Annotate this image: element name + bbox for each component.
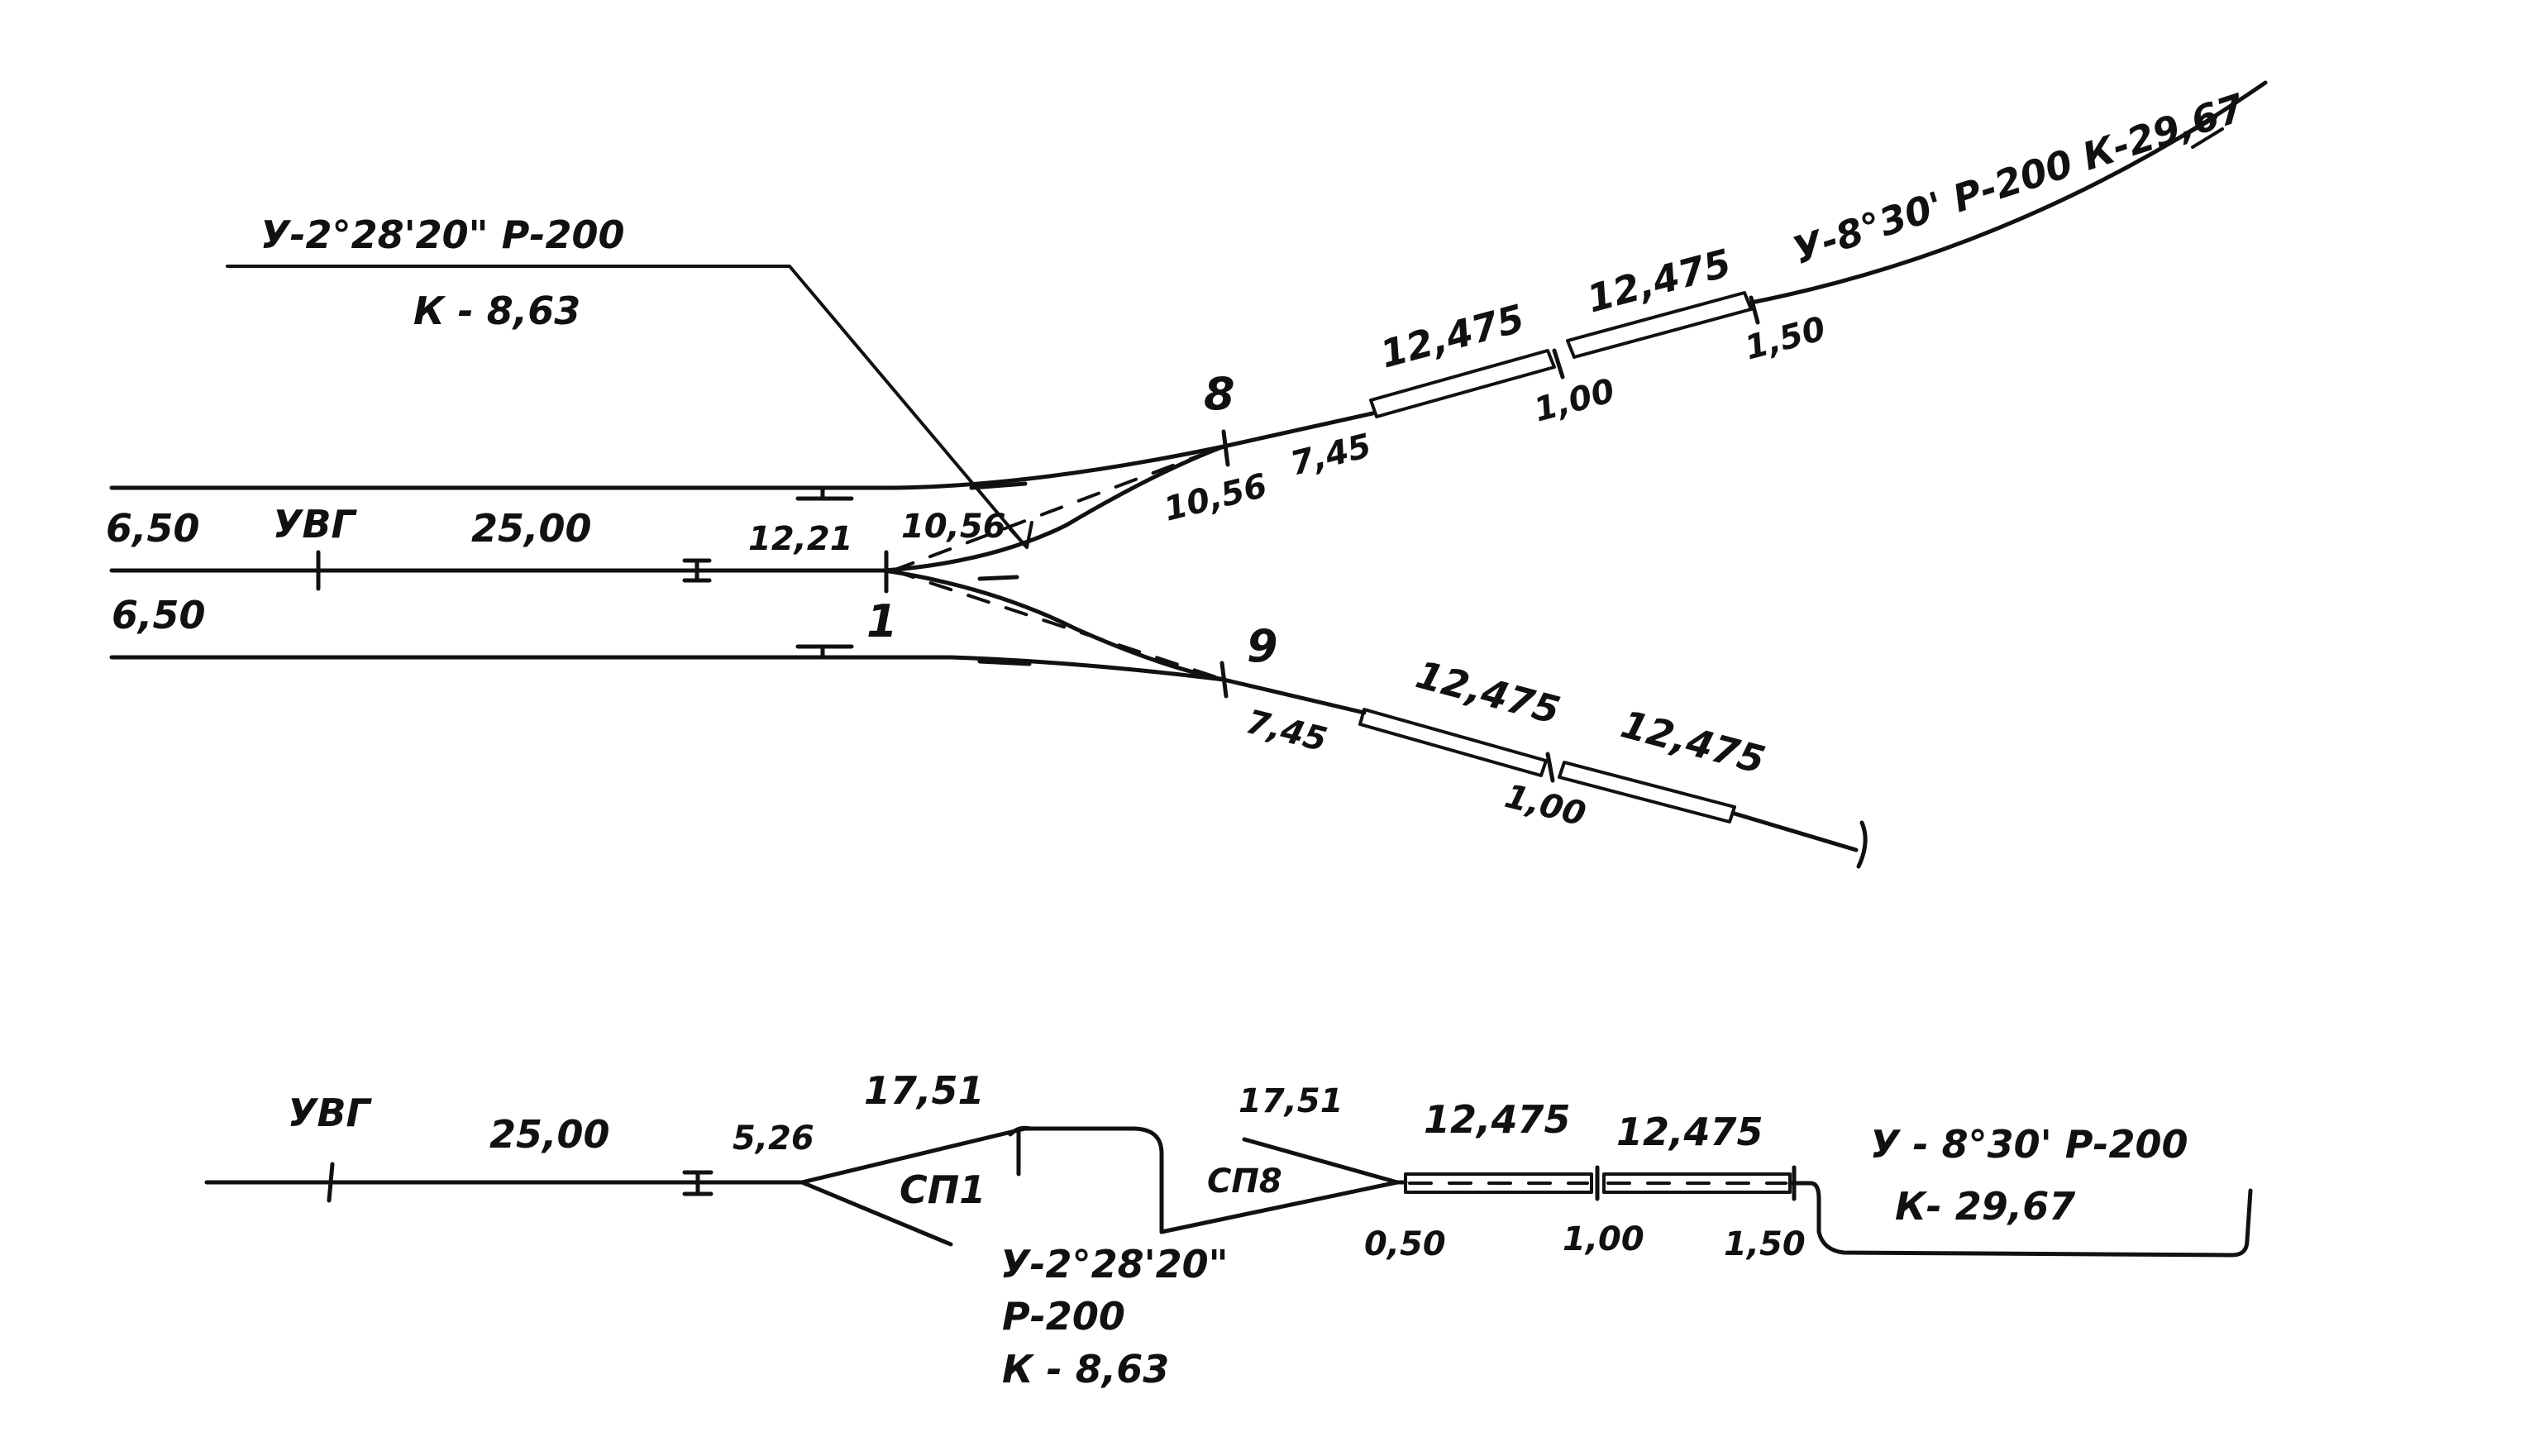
branch8-end-mark <box>2181 116 2224 149</box>
branch8-rail-1-label: 12,475 <box>1376 296 1529 377</box>
sp1-label: СП1 <box>900 1167 986 1212</box>
end-curve-line-2: К- 29,67 <box>1895 1184 2075 1229</box>
end-curve-line-1: У - 8°30' Р-200 <box>1870 1122 2188 1167</box>
switch-8-label: 8 <box>1204 368 1235 420</box>
switch-1-label: 1 <box>866 595 898 647</box>
branch9-rail-2 <box>1558 761 1736 823</box>
callout-line-1: У-2°28'20" Р-200 <box>260 212 624 257</box>
dashed-guide-9 <box>891 569 1225 681</box>
curve-connector <box>1023 1126 1164 1234</box>
branch8-rail-2-label: 12,475 <box>1582 241 1735 322</box>
branch-to-8 <box>882 444 1226 573</box>
branch9-tail-label: 7,45 <box>1243 703 1331 760</box>
lower-rail-1-label: 12,475 <box>1424 1097 1571 1142</box>
branch8-rail-2 <box>1566 291 1753 359</box>
lower-rail-1 <box>1404 1172 1593 1194</box>
stop-mark-top <box>795 485 854 501</box>
lower-uvg-tick <box>327 1162 335 1203</box>
length-main-label: 25,00 <box>471 506 592 551</box>
sp8-len-label: 17,51 <box>1238 1082 1343 1120</box>
insulating-joint <box>682 558 712 583</box>
branch8-tail-label: 7,45 <box>1286 427 1375 484</box>
branch9-end-hook <box>1856 820 1868 869</box>
upper-scheme: 6,50 6,50 УВГ 25,00 12,21 10,56 1 8 9 10… <box>106 80 2268 869</box>
branch9-gap-label: 1,00 <box>1501 777 1590 834</box>
lower-length-main-label: 25,00 <box>489 1112 610 1157</box>
length-curve-label: 10,56 <box>901 508 1006 546</box>
callout-leader <box>226 265 1027 547</box>
lower-gap-050-label: 0,50 <box>1364 1225 1446 1263</box>
branch8-gap-2-label: 1,50 <box>1741 310 1830 368</box>
stop-mark-bottom <box>795 644 854 660</box>
branch8-line <box>1221 411 1375 449</box>
sp8-upper-line <box>1242 1137 1400 1185</box>
frog-mark-top <box>969 481 1028 490</box>
offset-top-label: 6,50 <box>106 506 200 551</box>
uvg-label: УВГ <box>273 502 358 547</box>
track-bottom <box>109 655 1226 682</box>
branch9-joint-1 <box>1545 752 1555 783</box>
curve-line-3: К - 8,63 <box>1002 1347 1169 1392</box>
branch8-curve-len-label: 10,56 <box>1160 466 1271 528</box>
branch8-curve-label: У-8°30' Р-200 К-29,67 <box>1787 85 2250 274</box>
lower-rail-2 <box>1602 1172 1792 1194</box>
end-bracket <box>1787 1181 2253 1258</box>
branch8-gap-1-label: 1,00 <box>1530 372 1619 430</box>
lower-rail-2-label: 12,475 <box>1616 1110 1763 1154</box>
frog-mark-mid <box>977 575 1019 581</box>
branch8-rail-1 <box>1369 349 1556 418</box>
curve-line-1: У-2°28'20" <box>1000 1242 1229 1287</box>
lower-uvg-label: УВГ <box>288 1091 373 1135</box>
branch9-rail-1-label: 12,475 <box>1411 652 1564 733</box>
length-to-switch-label: 12,21 <box>748 520 853 558</box>
branch-to-9 <box>882 568 1226 682</box>
branch9-line-end <box>1732 811 1859 852</box>
lower-scheme: УВГ 25,00 5,26 17,51 СП1 У-2°28'20" Р-20… <box>204 1068 2253 1392</box>
sp1-len-label: 17,51 <box>864 1068 985 1113</box>
lower-gap-100-label: 1,00 <box>1563 1220 1644 1258</box>
offset-bottom-label: 6,50 <box>112 593 206 637</box>
lower-gap-526-label: 5,26 <box>733 1119 814 1158</box>
branch9-rail-2-label: 12,475 <box>1616 701 1769 782</box>
switch-9-label: 9 <box>1247 620 1278 672</box>
callout-line-2: К - 8,63 <box>413 289 580 333</box>
sp8-label: СП8 <box>1207 1162 1282 1201</box>
branch8-joint-1 <box>1552 348 1565 380</box>
sp1-triangle <box>799 1126 1028 1247</box>
branch9-line <box>1221 677 1367 715</box>
sp1-stop <box>1008 1125 1033 1177</box>
dashed-guide-8 <box>891 445 1225 572</box>
track-top <box>109 444 1226 490</box>
frog-mark-bottom <box>977 659 1032 666</box>
curve-line-2: Р-200 <box>1002 1294 1125 1339</box>
branch9-rail-1 <box>1358 708 1548 777</box>
sp8-lower-line <box>1159 1180 1400 1234</box>
lower-insulating-joint <box>682 1170 713 1196</box>
lower-gap-150-label: 1,50 <box>1724 1225 1806 1263</box>
callout-arrow <box>1009 521 1033 549</box>
